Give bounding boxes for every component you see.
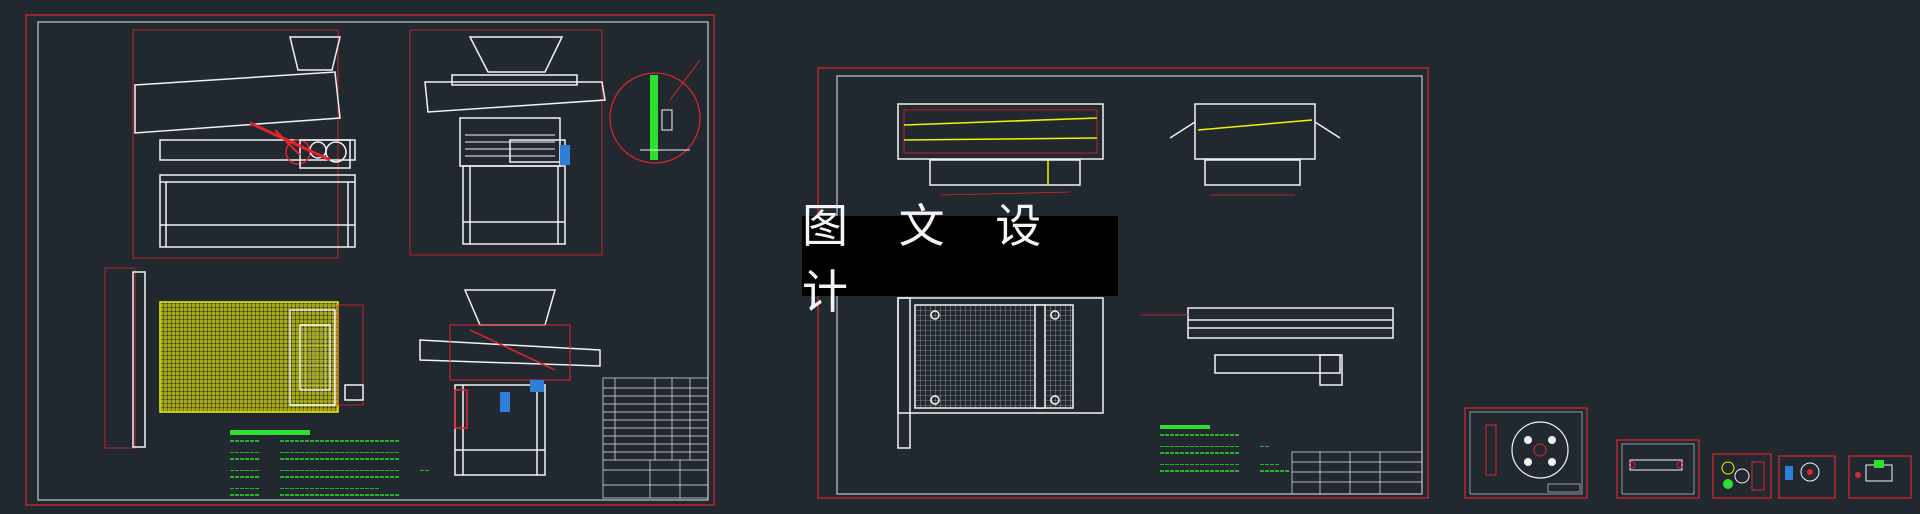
- title-block: [602, 377, 709, 499]
- small-part-sheet-3[interactable]: [1712, 453, 1772, 499]
- frame-elevation-view: [1140, 307, 1394, 386]
- side-view: [409, 29, 606, 256]
- technical-notes: [230, 430, 430, 498]
- main-assembly-sheet[interactable]: [25, 14, 715, 506]
- frame-title-block: [1291, 451, 1423, 495]
- small-part-sheet-2[interactable]: [1616, 439, 1700, 499]
- frame-notes: [1160, 425, 1290, 474]
- small-part-sheet-1[interactable]: [1464, 407, 1588, 499]
- small-part-sheet-5[interactable]: [1848, 455, 1912, 499]
- small-part-sheet-4[interactable]: [1778, 455, 1836, 499]
- front-view: [132, 29, 356, 259]
- detail-circle: [609, 59, 701, 164]
- section-view: [419, 289, 601, 476]
- watermark-text: 图 文 设 计: [802, 199, 1060, 319]
- plan-view: [104, 267, 364, 449]
- watermark-banner: 图 文 设 计: [802, 199, 1118, 319]
- frame-plan-view: [897, 297, 1104, 449]
- frame-side-view: [1169, 103, 1341, 196]
- frame-front-view: [897, 103, 1104, 196]
